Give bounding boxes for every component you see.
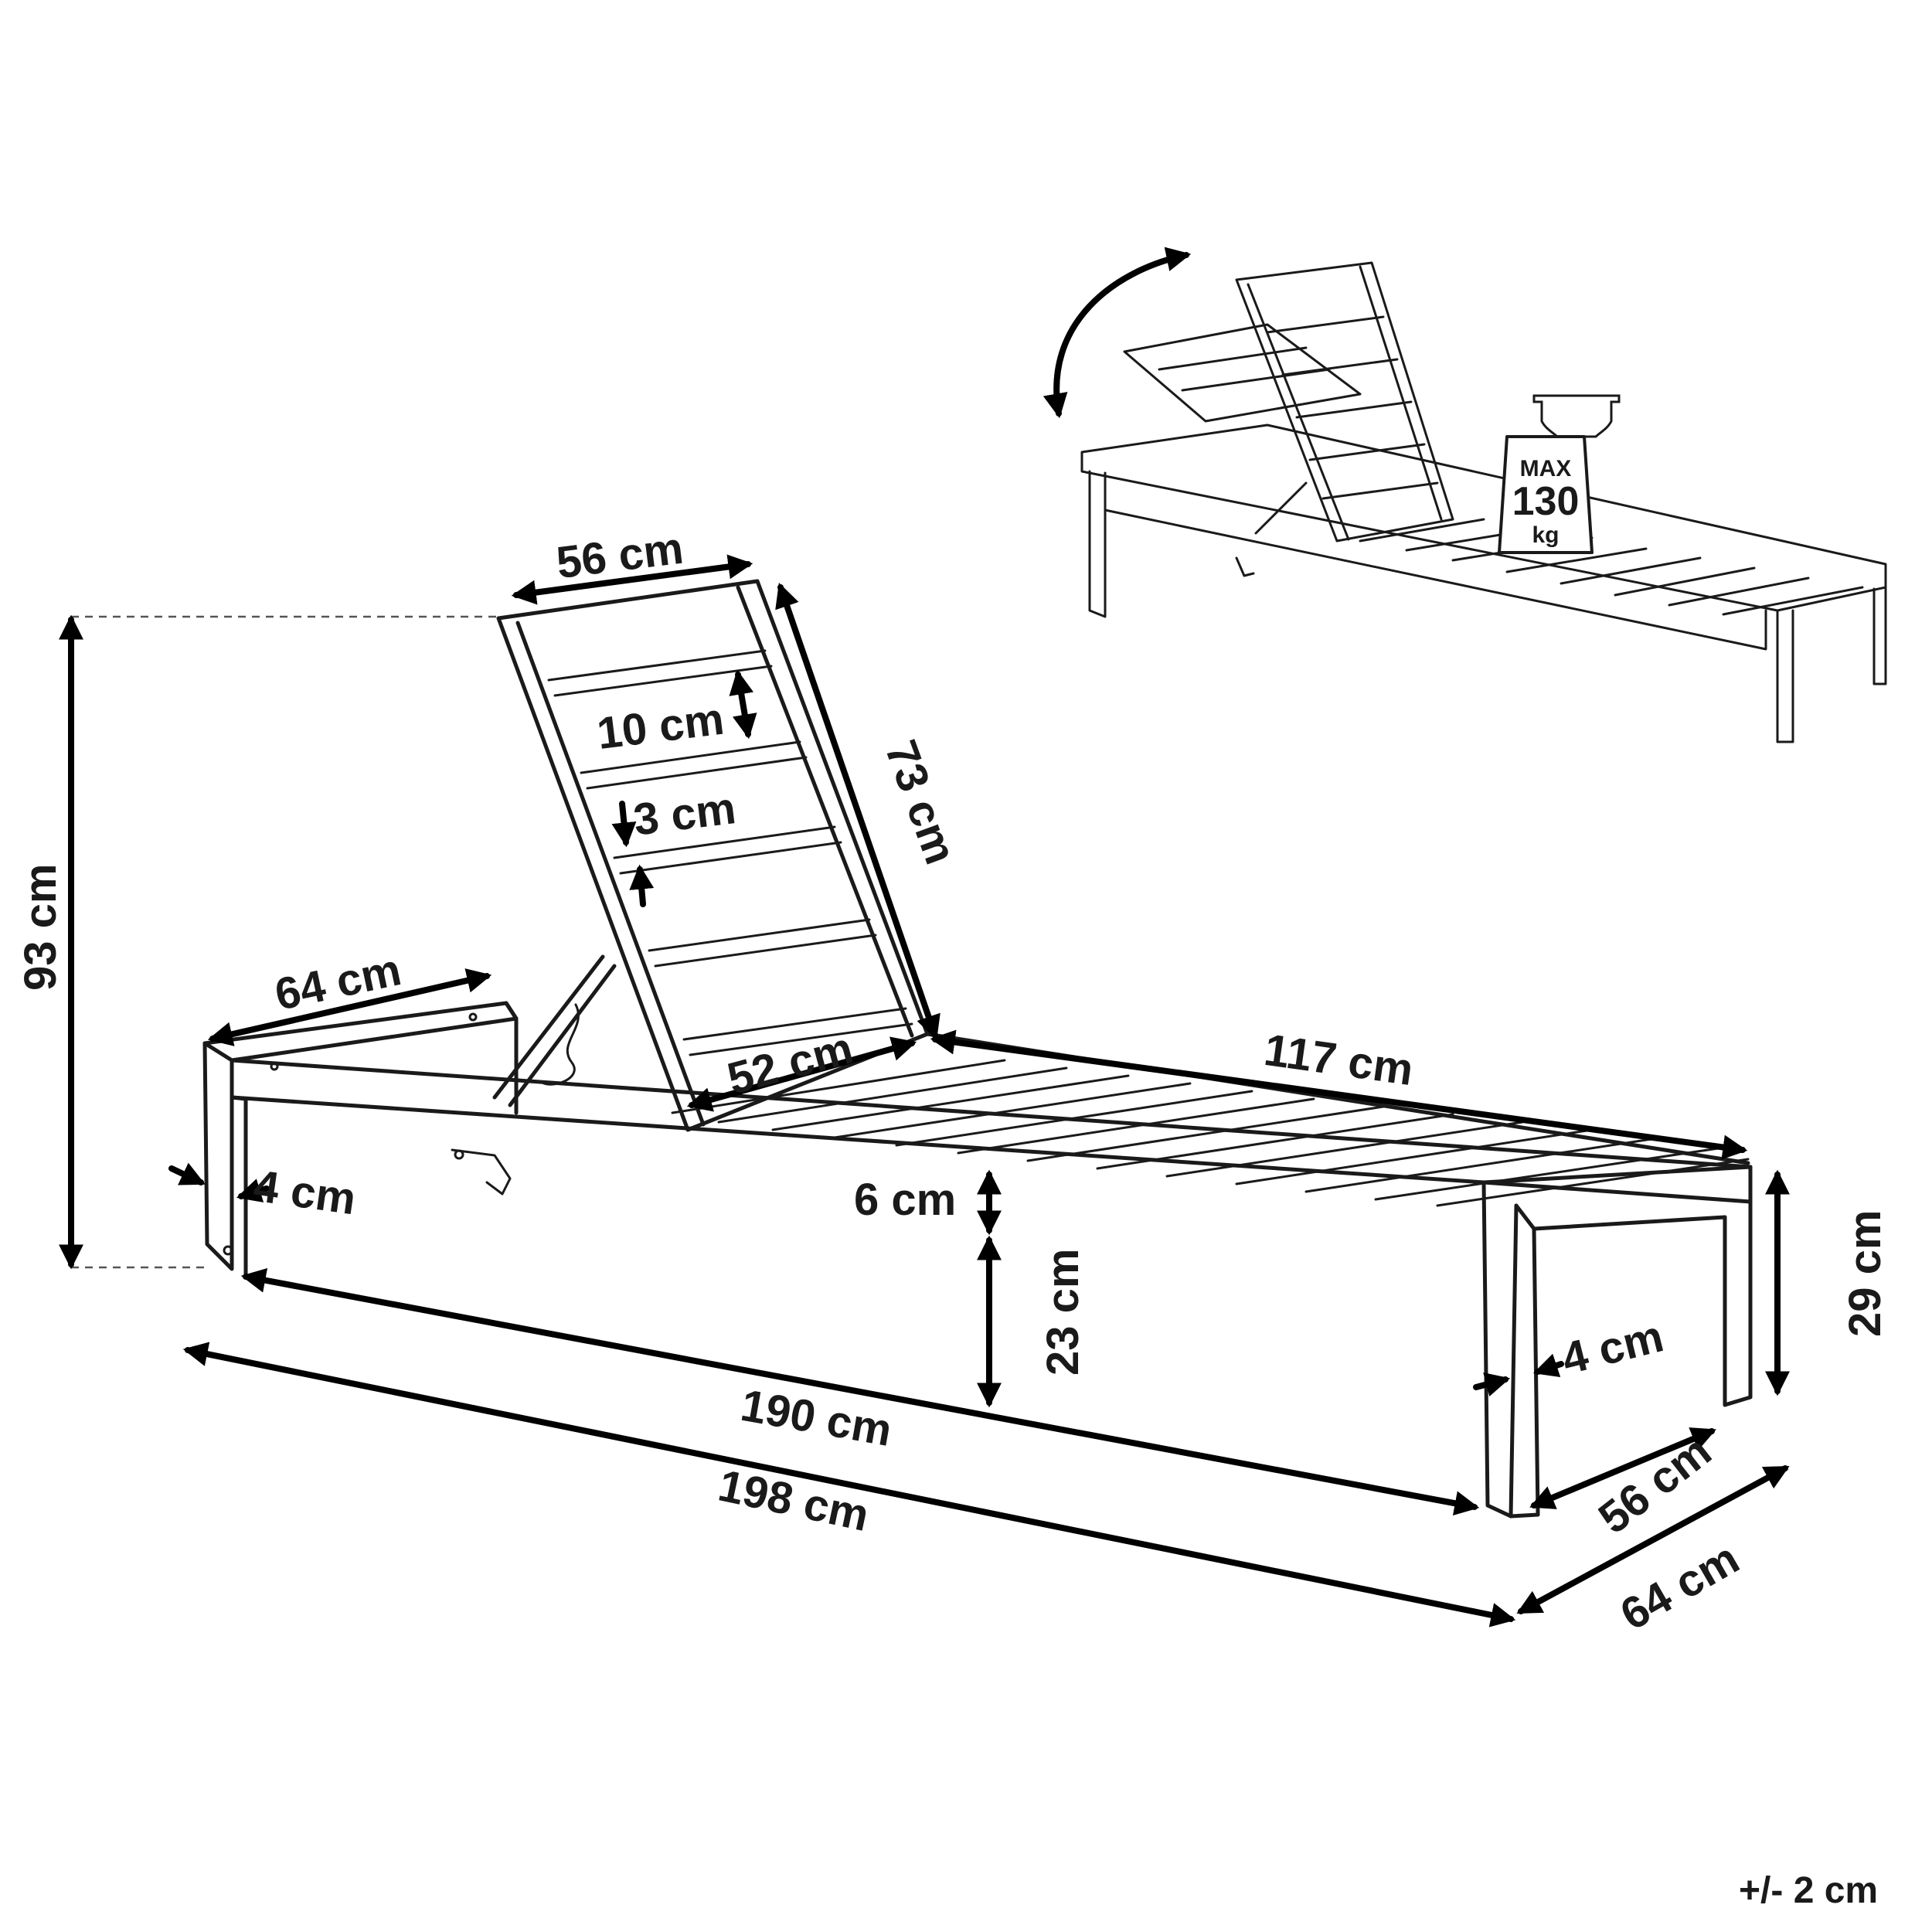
label-slat-gap: 3 cm [631,783,738,845]
label-leg-clearance: 23 cm [1038,1249,1088,1376]
arrow-frame-thickness-right-2 [1532,1353,1564,1378]
arrow-backrest-length [775,582,940,1041]
label-seat-height: 29 cm [1840,1210,1890,1337]
label-inner-backrest-width: 52 cm [723,1023,859,1104]
arrow-slat-gap-bottom [629,864,655,907]
arrow-seat-length [930,1029,1748,1160]
dimension-arrows [59,554,1790,1628]
arrow-inner-length [240,1267,1480,1516]
arrow-total-width [1516,1465,1790,1614]
label-inner-width: 56 cm [1590,1426,1721,1543]
tolerance-note: +/- 2 cm [1739,1870,1878,1911]
max-weight-value: 130 [1512,479,1580,524]
perspective-seat-slats [1359,518,1864,616]
label-slat-width: 10 cm [594,694,726,760]
label-frame-thickness-right: 4 cm [1557,1311,1668,1384]
label-frame-thickness-left: 4 cm [250,1161,359,1225]
arrow-backrest-width [511,554,753,605]
backrest [496,579,930,1132]
arrow-head-width [207,968,492,1046]
arrow-slat-gap-top [611,801,637,848]
seat-slats [671,1059,1750,1207]
recline-rotation-arrow [1043,247,1192,419]
backrest-support [223,954,617,1256]
label-frame-depth: 6 cm [854,1175,956,1225]
lounger-main-view: 56 cm 73 cm 10 cm 3 cm 93 cm 64 cm 52 cm… [15,523,1890,1641]
arrow-total-length [182,1342,1516,1628]
arrow-frame-thickness-left-2 [236,1179,270,1202]
max-weight-icon: MAX 130 kg [1498,394,1621,554]
label-total-height: 93 cm [15,864,66,991]
arrow-slat-width [729,669,757,740]
max-weight-unit: kg [1532,522,1559,548]
lounger-perspective-view: MAX 130 kg [1043,247,1887,743]
max-weight-label: MAX [1520,456,1572,481]
arrow-frame-thickness-left-1 [168,1162,206,1185]
arrow-inner-backrest-width [686,1036,917,1112]
label-backrest-width: 56 cm [553,523,685,589]
arrow-frame-thickness-right-1 [1473,1372,1511,1396]
label-backrest-length: 73 cm [876,734,966,871]
